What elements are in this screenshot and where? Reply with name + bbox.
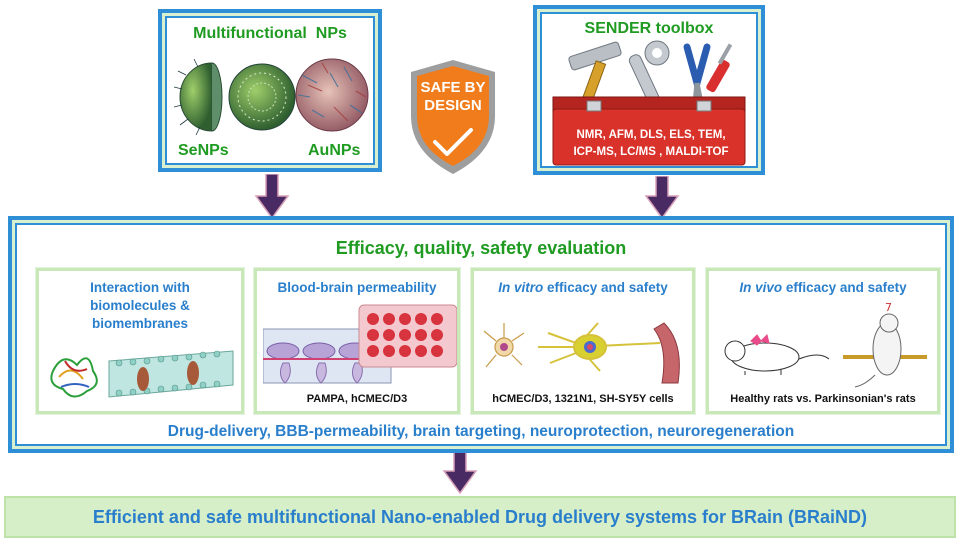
toolbox-methods-line1: NMR, AFM, DLS, ELS, TEM, [576, 129, 726, 141]
arrow-nps-down [254, 174, 290, 220]
wrench-icon [628, 40, 670, 108]
vessel-icon [653, 322, 680, 384]
toolbox-title: SENDER toolbox [584, 20, 714, 37]
toolbox-icon [552, 40, 746, 166]
evaluation-title: Efficacy, quality, safety evaluation [335, 238, 627, 258]
panel4-title: In vivo efficacy and safety [709, 279, 937, 297]
arrow-toolbox-down [644, 176, 680, 220]
protein-membrane-illustration [50, 350, 234, 398]
toolbox-methods-line2: ICP-MS, LC/MS , MALDI-TOF [573, 146, 729, 158]
toolbox-box: SENDER toolbox NMR, AFM, DLS, ELS, TEM, … [533, 5, 765, 175]
panel4-title-italic: In vivo [739, 280, 783, 295]
result-bar: Efficient and safe multifunctional Nano-… [4, 496, 956, 538]
result-text: Efficient and safe multifunctional Nano-… [92, 507, 868, 527]
senps-label: SeNPs [178, 142, 229, 159]
astrocyte-icon [483, 323, 525, 368]
screwdriver-icon [706, 43, 733, 93]
neuron-cells-illustration [483, 322, 680, 384]
panel1-title-line1: Interaction with [90, 280, 190, 295]
aunp-sphere-icon [295, 58, 369, 132]
aunps-label: AuNPs [308, 142, 361, 159]
panel3-title-italic: In vitro [498, 280, 544, 295]
nps-title: Multifunctional NPs [193, 25, 347, 42]
panel2-title: Blood-brain permeability [277, 280, 437, 295]
panel-in-vivo: In vivo efficacy and safety 7 Healthy ra… [705, 267, 941, 415]
membrane-icon [108, 350, 234, 398]
pliers-icon [683, 43, 711, 104]
senp-sphere-icon [228, 63, 296, 131]
badge-text-line2: DESIGN [424, 97, 482, 114]
panel-in-vitro: In vitro efficacy and safety hCMEC/D3, 1… [470, 267, 696, 415]
panel4-caption: Healthy rats vs. Parkinsonian's rats [730, 393, 916, 405]
rats-illustration: 7 [724, 301, 927, 388]
protein-icon [50, 357, 98, 398]
svg-text:7: 7 [885, 301, 892, 314]
panel3-caption: hCMEC/D3, 1321N1, SH-SY5Y cells [492, 393, 674, 405]
neuron-icon [538, 322, 661, 372]
evaluation-box: Efficacy, quality, safety evaluation Int… [8, 216, 954, 453]
panel1-title-line2: biomolecules & [90, 298, 190, 313]
evaluation-footer: Drug-delivery, BBB-permeability, brain t… [167, 423, 795, 440]
panel4-title-rest: efficacy and safety [782, 280, 907, 295]
arrow-result-down [442, 451, 478, 495]
panel1-title-line3: biomembranes [91, 316, 189, 331]
panel2-caption: PAMPA, hCMEC/D3 [306, 393, 408, 405]
panel-biomolecule-interaction: Interaction with biomolecules & biomembr… [35, 267, 245, 415]
panel3-title-rest: efficacy and safety [543, 280, 668, 295]
nanoparticle-illustrations [173, 58, 369, 136]
safe-by-design-badge [411, 60, 495, 174]
healthy-rat-icon [724, 334, 830, 375]
panel3-title: In vitro efficacy and safety [474, 279, 692, 297]
parkinsonian-rat-icon: 7 [843, 301, 927, 388]
panel-blood-brain-permeability: Blood-brain permeability [253, 267, 461, 415]
badge-text-line1: SAFE BY [420, 79, 486, 96]
bbb-model-illustration [263, 304, 457, 384]
well-plate-icon [358, 304, 457, 368]
nanoparticles-box: Multifunctional NPs [158, 9, 382, 172]
senp-half-sphere-icon [173, 58, 223, 136]
